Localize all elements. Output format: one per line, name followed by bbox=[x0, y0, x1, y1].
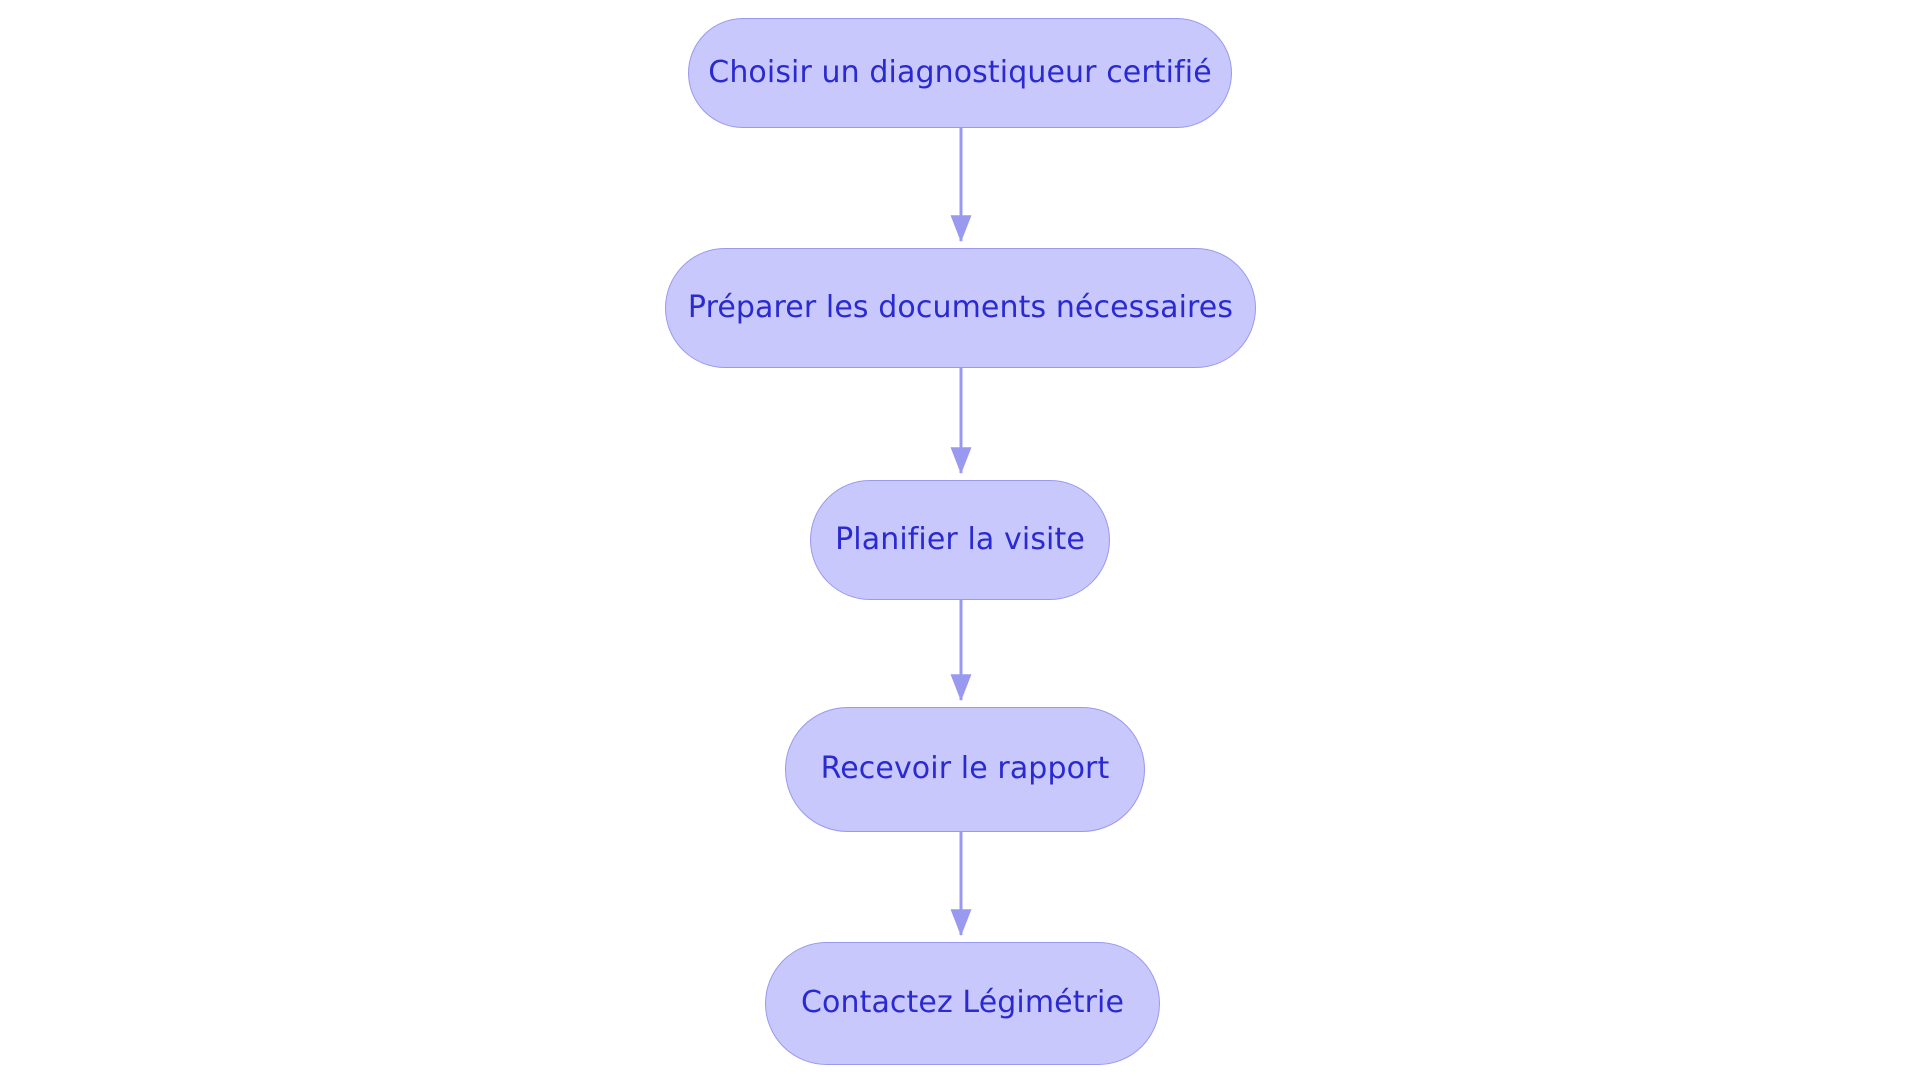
flow-node-label: Recevoir le rapport bbox=[820, 751, 1110, 787]
flow-node-label: Contactez Légimétrie bbox=[800, 985, 1125, 1021]
flow-node-label: Planifier la visite bbox=[835, 521, 1085, 557]
flow-node-preparer-documents[interactable]: Préparer les documents nécessaires bbox=[665, 248, 1256, 368]
flow-node-recevoir-rapport[interactable]: Recevoir le rapport bbox=[785, 707, 1145, 832]
flow-node-planifier-visite[interactable]: Planifier la visite bbox=[810, 480, 1110, 600]
flow-node-label: Choisir un diagnostiqueur certifié bbox=[708, 54, 1212, 90]
flow-node-contactez-legimetrie[interactable]: Contactez Légimétrie bbox=[765, 942, 1160, 1065]
flow-node-label: Préparer les documents nécessaires bbox=[687, 289, 1234, 325]
flow-node-choisir-diagnostiqueur[interactable]: Choisir un diagnostiqueur certifié bbox=[688, 18, 1232, 128]
